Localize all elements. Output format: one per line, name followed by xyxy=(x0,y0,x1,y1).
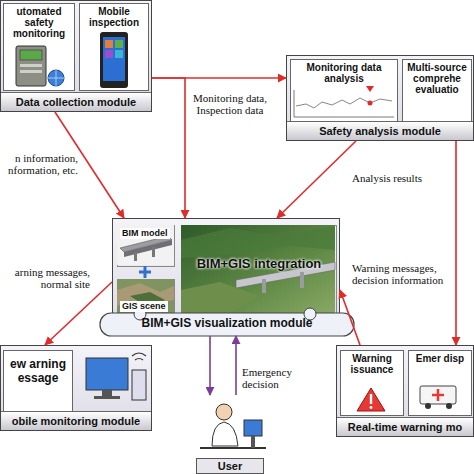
flow-arrow xyxy=(45,282,112,345)
flow-arrow xyxy=(152,78,185,218)
user-icon xyxy=(200,404,266,448)
module-title: Safety analysis module xyxy=(287,121,473,140)
monitor-base xyxy=(94,396,120,399)
box-label: Mobile inspection xyxy=(80,4,148,30)
phone-body xyxy=(100,32,128,88)
edge-label: Emergency decision xyxy=(242,366,304,390)
integration-image xyxy=(181,225,335,313)
edge-label: Analysis results xyxy=(352,172,442,184)
phone-tile xyxy=(115,40,123,48)
sub-box: Monitoring data analysis xyxy=(290,59,398,123)
body xyxy=(212,422,238,446)
bridge-side xyxy=(124,240,172,257)
flow-arrow xyxy=(340,290,360,345)
module-title: obile monitoring module xyxy=(1,411,151,430)
terrain-patch xyxy=(181,282,260,313)
chart-marker xyxy=(368,101,373,106)
bridge-pier xyxy=(152,247,155,257)
cloud-bump xyxy=(134,308,146,320)
module-box: Safety analysis module Monitoring data an… xyxy=(286,55,474,141)
pc-tower xyxy=(132,370,146,400)
sub-box: Multi-source comprehe evaluatio xyxy=(402,59,472,123)
bridge-pier xyxy=(262,279,266,293)
bridge-pier xyxy=(300,272,304,288)
wheel xyxy=(446,403,452,409)
phone-tile xyxy=(105,40,113,48)
image-bg xyxy=(117,225,174,265)
line-chart xyxy=(294,86,394,117)
tower-slot xyxy=(20,64,42,67)
box-label: BIM model xyxy=(120,228,170,239)
phone-screen xyxy=(103,37,125,81)
module-title: Data collection module xyxy=(1,92,151,111)
vehicle-body xyxy=(420,386,456,404)
wifi-symbol xyxy=(132,353,146,360)
cross-symbol xyxy=(432,389,444,401)
terrain-patch xyxy=(130,292,165,309)
tower-slot xyxy=(20,70,42,73)
globe-lines xyxy=(48,70,64,86)
edge-label: arning messages, normal site xyxy=(0,266,90,290)
bridge-pier xyxy=(134,252,137,261)
sub-box: Emer disp xyxy=(408,350,472,416)
triangle xyxy=(357,388,385,411)
terrain xyxy=(181,225,335,313)
phone-tile xyxy=(105,50,113,58)
box-label: Multi-source comprehe evaluatio xyxy=(403,60,471,97)
box-label: utomated safety monitoring xyxy=(4,4,74,41)
gis-scene-image xyxy=(117,279,174,313)
edge-label: Warning messages, decision information xyxy=(352,262,456,286)
bridge-deck xyxy=(236,262,335,288)
phone-tile xyxy=(115,50,123,58)
tower-panel xyxy=(20,50,42,60)
globe-icon xyxy=(48,70,64,86)
box-label: Monitoring data analysis xyxy=(291,60,397,86)
box-label: Warning issuance xyxy=(341,351,403,377)
sub-box: ew arning essage xyxy=(3,350,73,412)
flow-arrow xyxy=(235,336,237,395)
box-label: ew arning essage xyxy=(4,351,72,385)
monitor-screen xyxy=(86,358,128,390)
module-title: Real-time warning mo xyxy=(337,417,473,436)
module-title: BIM+GIS visualization module xyxy=(103,314,351,332)
exclamation-bar xyxy=(370,394,372,404)
flow-arrow xyxy=(455,141,457,345)
chart-pin xyxy=(366,86,374,92)
monitor-stand xyxy=(102,390,112,396)
user-monitor xyxy=(244,420,262,436)
computer-icon xyxy=(16,46,64,86)
monitor-icon xyxy=(86,353,146,400)
dispatch-icon xyxy=(420,386,456,409)
box-label: BIM+GIS integration xyxy=(182,256,336,271)
tower-case xyxy=(16,46,46,86)
image-bg xyxy=(117,279,174,313)
bim-model-image xyxy=(117,225,174,265)
module-box: obile monitoring module ew arning essage xyxy=(0,345,152,431)
box-label: Emer disp xyxy=(409,351,471,366)
box-label: GIS scene xyxy=(120,301,168,312)
plus-symbol xyxy=(139,266,151,278)
flow-arrow xyxy=(209,336,211,395)
flow-arrow xyxy=(277,141,356,218)
terrain-patch xyxy=(181,226,335,258)
wheel xyxy=(425,403,431,409)
box-label: User xyxy=(196,458,264,474)
cloud-bump xyxy=(304,308,316,320)
edge-label: n information, nformation, etc. xyxy=(0,152,78,176)
warning-triangle xyxy=(357,388,385,411)
phone-icon xyxy=(100,32,128,88)
head xyxy=(216,404,232,420)
chart-axes xyxy=(294,90,394,117)
monitor-stand xyxy=(251,436,255,448)
exclamation-dot xyxy=(370,406,373,409)
chart-series xyxy=(296,98,392,108)
desk xyxy=(200,447,266,449)
edge-label: Monitoring data, Inspection data xyxy=(188,92,272,116)
